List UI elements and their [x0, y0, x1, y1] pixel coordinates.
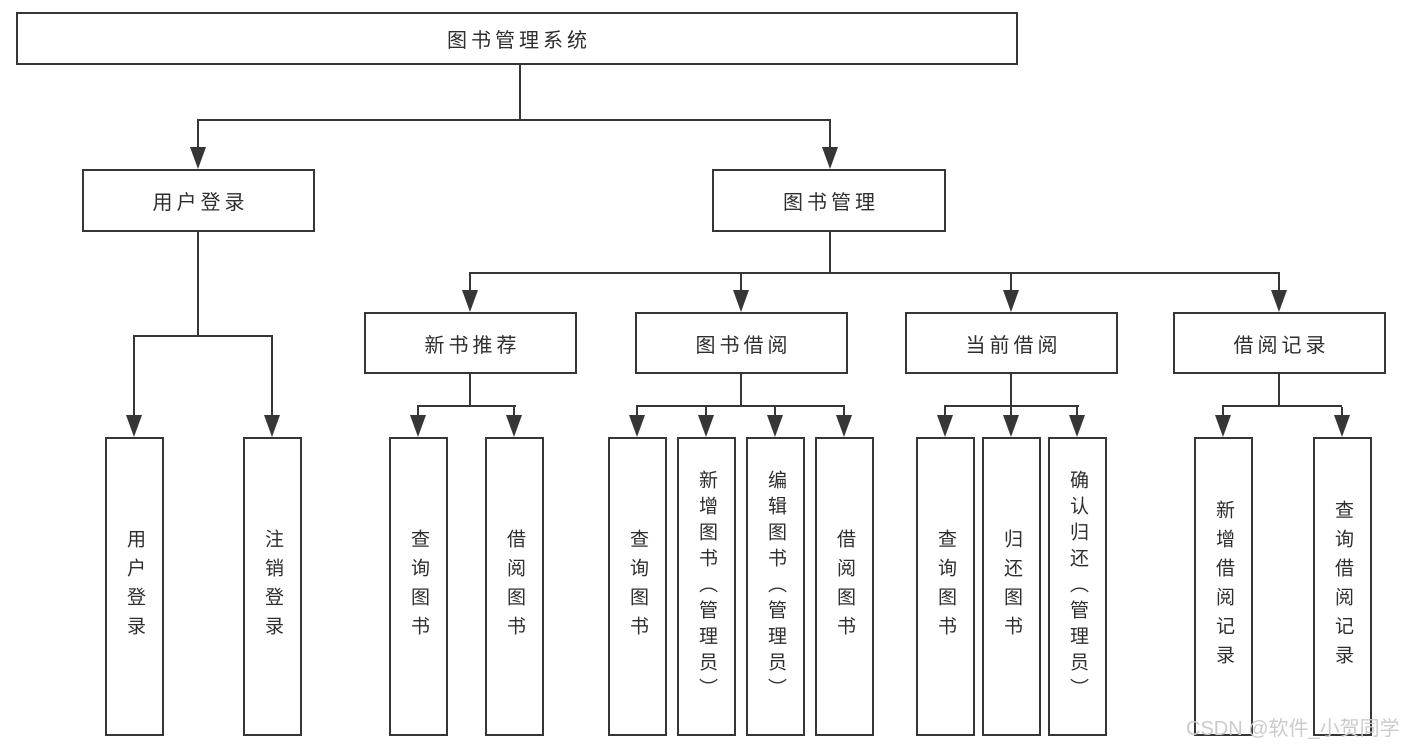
leaf-add-book-admin: 新增图书（管理员） [677, 437, 736, 736]
connector-level3-split [469, 272, 1280, 274]
connector-drop-g4-query [1341, 407, 1343, 415]
connector-user-login-trunk [197, 232, 199, 335]
connector-group1-split [417, 405, 516, 407]
arrow-g4-add [1215, 415, 1231, 437]
connector-drop-g3-query [944, 407, 946, 415]
leaf-return-book-label: 归还图书 [1001, 528, 1022, 645]
leaf-edit-book-admin-label: 编辑图书（管理员） [765, 469, 786, 704]
arrow-current-borrow [1003, 290, 1019, 312]
connector-drop-g2-borrow [843, 407, 845, 415]
connector-drop-leaf-user-login [133, 337, 135, 415]
connector-user-login-split [133, 335, 273, 337]
node-current-borrow-label: 当前借阅 [965, 334, 1062, 357]
leaf-confirm-return-admin-label: 确认归还（管理员） [1067, 469, 1088, 704]
connector-level2-split [197, 119, 831, 121]
arrow-leaf-user-login [126, 415, 142, 437]
connector-book-management-trunk [829, 232, 831, 272]
arrow-g3-confirm [1069, 415, 1085, 437]
leaf-return-book: 归还图书 [982, 437, 1041, 736]
node-root: 图书管理系统 [16, 12, 1018, 65]
leaf-query-book-current-label: 查询图书 [935, 528, 956, 645]
arrow-book-management [822, 147, 838, 169]
connector-root-trunk [519, 65, 521, 119]
leaf-query-borrow-record: 查询借阅记录 [1313, 437, 1372, 736]
connector-drop-g1-query [417, 407, 419, 415]
node-new-book-recommend-label: 新书推荐 [424, 334, 521, 357]
node-user-login: 用户登录 [82, 169, 315, 232]
leaf-borrow-book-recommend: 借阅图书 [485, 437, 544, 736]
connector-drop-new-book-recommend [469, 274, 471, 290]
connector-group4-split [1222, 405, 1342, 407]
leaf-user-login-label: 用户登录 [124, 528, 145, 645]
connector-drop-g2-add [705, 407, 707, 415]
leaf-query-book-borrow: 查询图书 [608, 437, 667, 736]
arrow-g2-edit [767, 415, 783, 437]
connector-drop-current-borrow [1010, 274, 1012, 290]
leaf-borrow-book-recommend-label: 借阅图书 [504, 528, 525, 645]
arrow-g1-borrow [506, 415, 522, 437]
connector-group3-trunk [1010, 374, 1012, 405]
connector-drop-g2-query [636, 407, 638, 415]
arrow-g3-query [937, 415, 953, 437]
connector-drop-borrow-records [1278, 274, 1280, 290]
arrow-g2-query [629, 415, 645, 437]
arrow-g3-return [1003, 415, 1019, 437]
leaf-query-book-borrow-label: 查询图书 [627, 528, 648, 645]
leaf-add-borrow-record: 新增借阅记录 [1194, 437, 1253, 736]
connector-group1-trunk [469, 374, 471, 405]
leaf-logout: 注销登录 [243, 437, 302, 736]
node-book-borrow: 图书借阅 [635, 312, 848, 374]
leaf-query-book-current: 查询图书 [916, 437, 975, 736]
node-current-borrow: 当前借阅 [905, 312, 1118, 374]
node-borrow-records: 借阅记录 [1173, 312, 1386, 374]
leaf-borrow-book-borrow: 借阅图书 [815, 437, 874, 736]
connector-group2-split [636, 405, 845, 407]
node-user-login-label: 用户登录 [152, 192, 249, 214]
leaf-query-book-recommend-label: 查询图书 [408, 528, 429, 645]
connector-drop-g1-borrow [513, 407, 515, 415]
leaf-confirm-return-admin: 确认归还（管理员） [1048, 437, 1107, 736]
leaf-add-book-admin-label: 新增图书（管理员） [696, 469, 717, 704]
arrow-leaf-logout [264, 415, 280, 437]
node-book-borrow-label: 图书借阅 [695, 334, 792, 357]
leaf-add-borrow-record-label: 新增借阅记录 [1213, 499, 1234, 674]
node-new-book-recommend: 新书推荐 [364, 312, 577, 374]
node-borrow-records-label: 借阅记录 [1233, 334, 1330, 357]
connector-group4-trunk [1278, 374, 1280, 405]
leaf-edit-book-admin: 编辑图书（管理员） [746, 437, 805, 736]
arrow-g4-query [1334, 415, 1350, 437]
connector-drop-book-management [829, 121, 831, 147]
leaf-query-borrow-record-label: 查询借阅记录 [1332, 499, 1353, 674]
leaf-user-login: 用户登录 [105, 437, 164, 736]
arrow-book-borrow [733, 290, 749, 312]
node-root-label: 图书管理系统 [447, 30, 591, 52]
node-book-management: 图书管理 [712, 169, 946, 232]
connector-group2-trunk [740, 374, 742, 405]
arrow-g2-borrow [836, 415, 852, 437]
leaf-logout-label: 注销登录 [262, 528, 283, 645]
arrow-g1-query [410, 415, 426, 437]
arrow-g2-add [698, 415, 714, 437]
leaf-borrow-book-borrow-label: 借阅图书 [834, 528, 855, 645]
arrow-new-book-recommend [462, 290, 478, 312]
node-book-management-label: 图书管理 [783, 192, 879, 214]
connector-group3-split [944, 405, 1079, 407]
leaf-query-book-recommend: 查询图书 [389, 437, 448, 736]
csdn-watermark: CSDN @软件_小贺同学 [1186, 718, 1400, 740]
arrow-user-login [190, 147, 206, 169]
arrow-borrow-records [1271, 290, 1287, 312]
connector-drop-leaf-logout [271, 337, 273, 415]
connector-drop-g3-return [1010, 407, 1012, 415]
connector-drop-g4-add [1222, 407, 1224, 415]
connector-drop-book-borrow [740, 274, 742, 290]
connector-drop-user-login [197, 121, 199, 147]
connector-drop-g3-confirm [1076, 407, 1078, 415]
connector-drop-g2-edit [774, 407, 776, 415]
